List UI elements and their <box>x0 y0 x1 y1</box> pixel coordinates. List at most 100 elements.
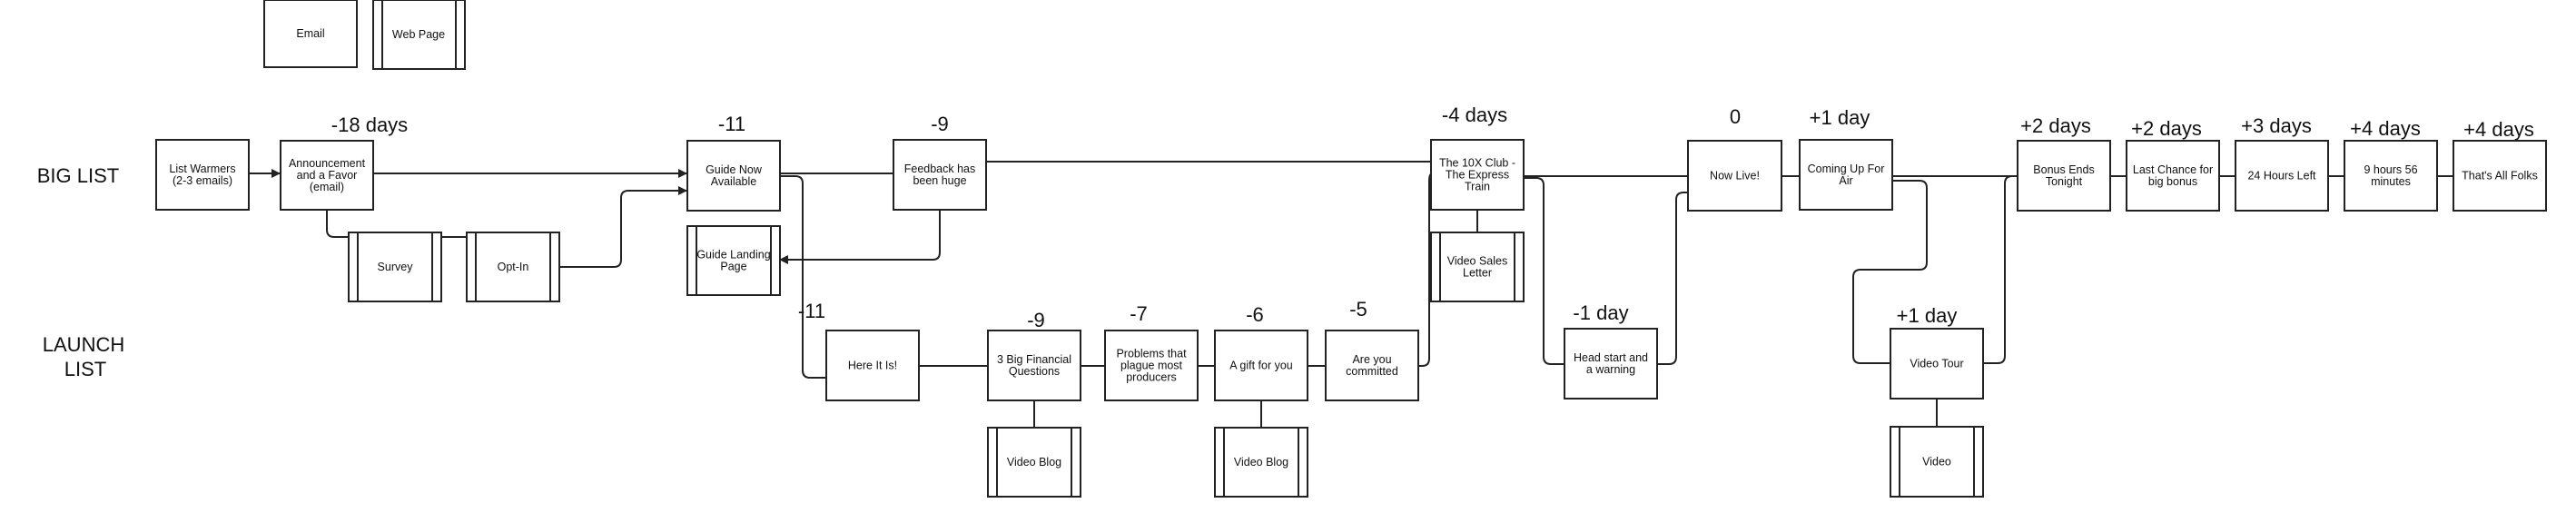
day-label: -4 days <box>1442 104 1507 126</box>
node-label-line: List Warmers <box>169 163 235 175</box>
lane-label-big-list: BIG LIST <box>37 164 119 187</box>
node-label-line: a warning <box>1586 363 1635 376</box>
node-label-line: Train <box>1465 181 1490 193</box>
day-label: +1 day <box>1810 106 1870 129</box>
day-label: -9 <box>931 113 949 135</box>
node-here-it-is: Here It Is! <box>825 330 920 401</box>
connectors <box>249 161 2453 428</box>
node-label: A gift for you <box>1229 360 1293 372</box>
edge-committed-to-club <box>1418 173 1432 367</box>
node-label: Now Live! <box>1710 170 1760 183</box>
node-video-blog-2: Video Blog <box>1214 427 1308 498</box>
node-label-line: The Express <box>1446 169 1509 182</box>
lane-label-launch-line2: LIST <box>64 358 106 380</box>
node-label: Video <box>1922 456 1951 469</box>
day-label: -11 <box>798 300 825 322</box>
node-label-line: (2-3 emails) <box>173 174 232 187</box>
edge-headstart-to-nowlive <box>1657 192 1688 365</box>
node-list-warmers: List Warmers(2-3 emails) <box>155 139 250 211</box>
day-label: +3 days <box>2241 114 2312 137</box>
node-label-line: Tonight <box>2046 175 2083 188</box>
node-label-line: A gift for you <box>1229 360 1293 372</box>
node-thats-all: That's All Folks <box>2453 140 2547 212</box>
day-label: +4 days <box>2350 117 2421 140</box>
node-label-line: minutes <box>2371 175 2411 188</box>
node-label-line: Announcement <box>289 157 366 170</box>
day-label: +1 day <box>1897 304 1958 327</box>
edge-club-to-headstart <box>1524 177 1564 365</box>
legend-web-page-label: Web Page <box>392 28 445 41</box>
node-label-line: Available <box>711 175 757 188</box>
day-label: +2 days <box>2020 114 2091 137</box>
node-label-line: big bonus <box>2148 175 2197 188</box>
edge-comingup-to-videotour <box>1852 180 1928 364</box>
node-label-line: Video Blog <box>1007 456 1061 469</box>
node-label-line: Questions <box>1009 365 1060 378</box>
node-label-line: Video <box>1922 456 1951 469</box>
node-label: That's All Folks <box>2462 170 2538 183</box>
node-now-live: Now Live! <box>1687 140 1782 212</box>
node-label-line: The 10X Club - <box>1439 157 1515 170</box>
node-label-line: (email) <box>310 181 344 193</box>
node-label: Video Blog <box>1234 456 1288 469</box>
node-label: Survey <box>378 261 414 273</box>
edge-videotour-to-bonus <box>1983 175 2018 364</box>
node-label-line: Coming Up For <box>1808 163 1885 175</box>
node-hours-left: 24 Hours Left <box>2235 140 2329 212</box>
node-label-line: Video Tour <box>1910 358 1963 370</box>
node-label-line: Air <box>1839 174 1852 187</box>
node-opt-in: Opt-In <box>466 232 560 302</box>
node-label-line: Feedback has <box>904 163 976 175</box>
day-label: -11 <box>718 113 745 135</box>
day-label: -9 <box>1027 309 1045 331</box>
day-label: -5 <box>1349 298 1367 321</box>
node-video-tour: Video Tour <box>1890 328 1984 400</box>
node-survey: Survey <box>348 232 442 302</box>
node-label-line: Guide Landing <box>696 249 770 261</box>
day-label: +4 days <box>2463 118 2534 141</box>
legend: Email Web Page <box>263 0 466 70</box>
edge-optin-to-guide <box>559 186 687 268</box>
node-label-line: 9 hours 56 <box>2364 163 2417 176</box>
node-label-line: Problems that <box>1116 348 1187 360</box>
node-label-line: Last Chance for <box>2133 163 2213 176</box>
node-label-line: been huge <box>913 174 966 187</box>
node-label: Opt-In <box>498 261 529 273</box>
node-label-line: That's All Folks <box>2462 170 2538 183</box>
edge-announcement-to-survey <box>326 209 349 238</box>
node-label-line: Head start and <box>1574 351 1648 364</box>
edge-guide-to-hereitis <box>780 175 826 379</box>
node-label: Video Tour <box>1910 358 1963 370</box>
node-label-line: Opt-In <box>498 261 529 273</box>
day-label: -1 day <box>1573 301 1628 324</box>
node-label: Video Blog <box>1007 456 1061 469</box>
node-label-line: 3 Big Financial <box>997 353 1071 366</box>
legend-web-page: Web Page <box>372 0 466 70</box>
node-label-line: Guide Now <box>706 163 763 176</box>
day-label: -18 days <box>331 113 408 136</box>
node-label: 24 Hours Left <box>2247 170 2316 183</box>
node-label-line: 24 Hours Left <box>2247 170 2316 183</box>
